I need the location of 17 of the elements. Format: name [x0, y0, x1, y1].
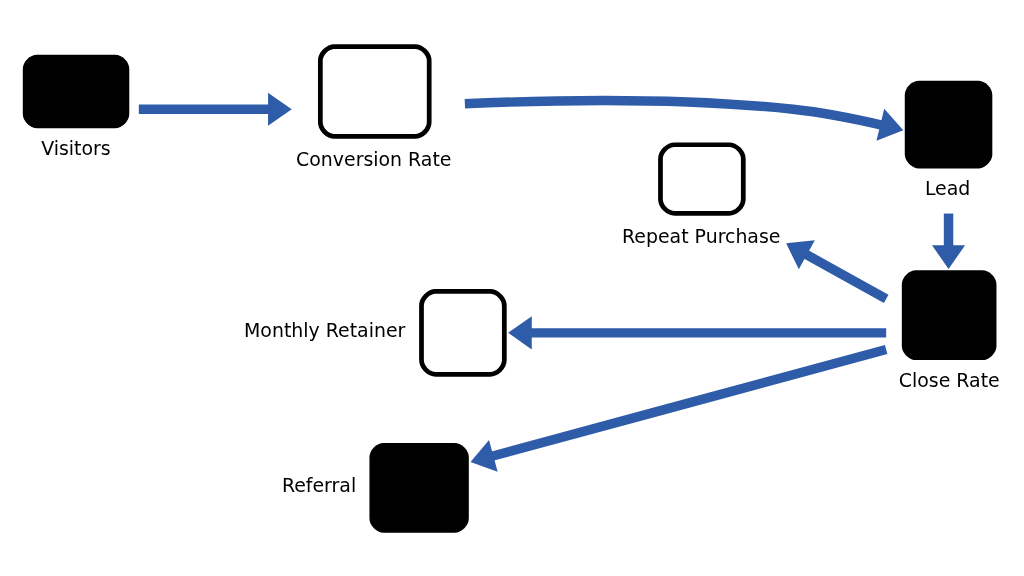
- node-label: Monthly Retainer: [244, 318, 406, 341]
- node-box: [22, 54, 130, 128]
- node-label: Referral: [281, 473, 357, 496]
- node-label: Lead: [924, 176, 971, 199]
- node-label: Visitors: [41, 136, 111, 159]
- node-box: [904, 80, 993, 168]
- node-label: Conversion Rate: [296, 147, 452, 170]
- arrow: [470, 344, 888, 472]
- node-label: Close Rate: [898, 368, 1000, 391]
- arrow: [932, 213, 966, 269]
- node-box: [901, 269, 997, 360]
- arrow: [786, 239, 889, 303]
- node-label: Repeat Purchase: [622, 224, 781, 247]
- arrow: [138, 92, 292, 126]
- arrow: [508, 315, 887, 349]
- arrow: [464, 95, 904, 141]
- node-box: [369, 442, 469, 533]
